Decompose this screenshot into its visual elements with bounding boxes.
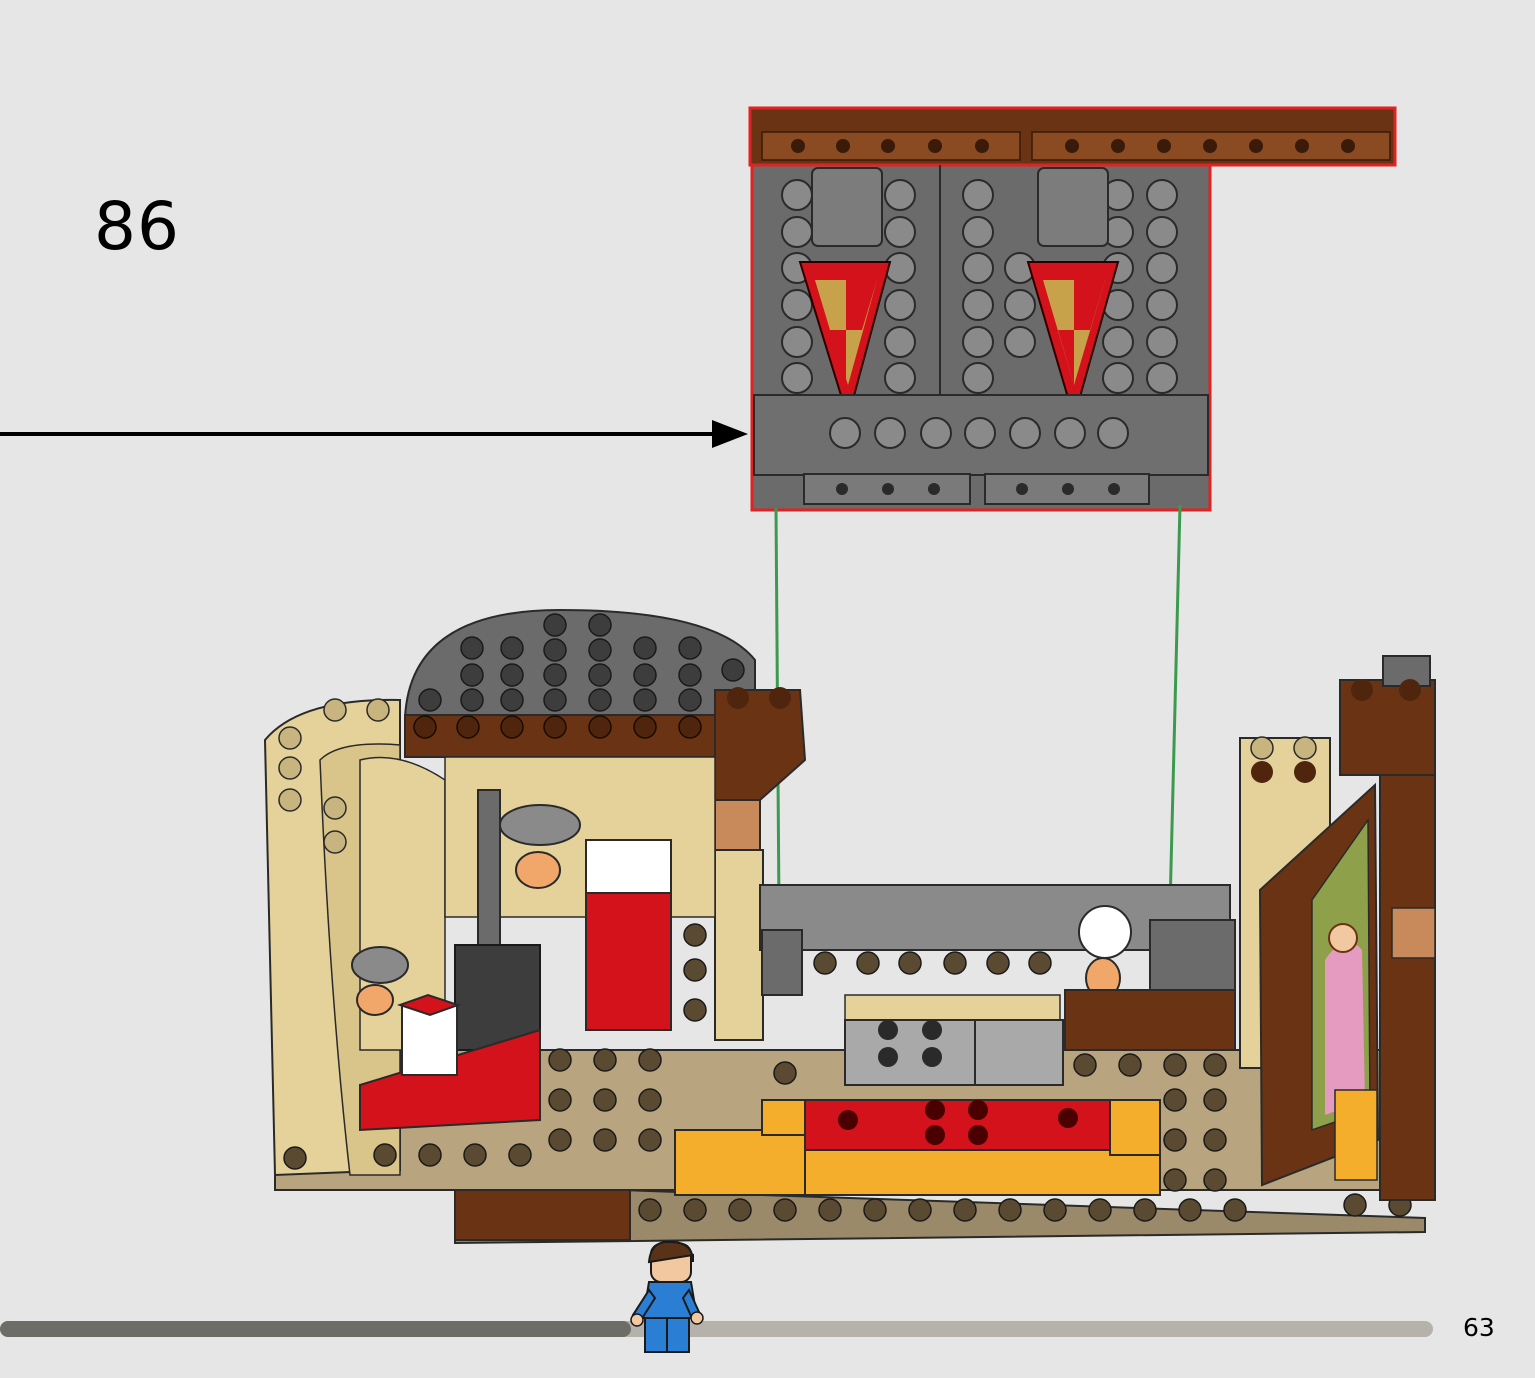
wall-subassembly bbox=[748, 106, 1397, 512]
wall-studs bbox=[781, 179, 1178, 394]
progress-fill bbox=[0, 1321, 631, 1337]
placement-arrows bbox=[773, 504, 1201, 925]
beam-studs bbox=[791, 139, 1355, 153]
banner-right bbox=[1026, 261, 1120, 422]
page-number: 63 bbox=[1463, 1313, 1495, 1342]
picture-frame bbox=[1258, 782, 1380, 1187]
right-arrow-icon bbox=[0, 420, 748, 448]
dome-studs bbox=[418, 613, 745, 712]
progress-bar bbox=[0, 1321, 1433, 1337]
main-model bbox=[263, 608, 1436, 1245]
banner-left bbox=[798, 261, 892, 422]
step-number: 86 bbox=[94, 188, 180, 265]
minifigure-icon bbox=[630, 1240, 704, 1353]
base-studs bbox=[283, 923, 1412, 1222]
